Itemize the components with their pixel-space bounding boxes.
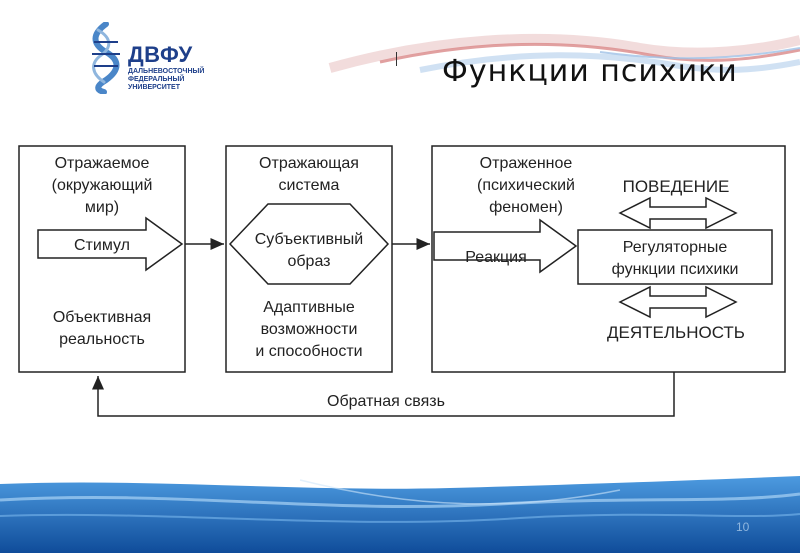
box2-bottom-line-2: возможности [261,321,358,338]
activity-label: ДЕЯТЕЛЬНОСТЬ [607,323,745,342]
box1-title-line-1: Отражаемое [55,155,150,172]
box1-title-line-3: мир) [85,199,119,216]
box3-title-line-3: феномен) [489,199,563,216]
feedback-label: Обратная связь [327,393,445,410]
box2-bottom-line-1: Адаптивные [263,299,355,316]
box2-title-line-2: система [279,177,340,194]
title-tick [396,52,397,66]
logo-name: ДВФУ [128,42,193,67]
box1-bottom-line-2: реальность [59,331,145,348]
page-title: Функции психики [442,54,738,89]
box3-title-line-1: Отраженное [480,155,573,172]
header-wave-decoration [328,33,800,73]
stimulus-label: Стимул [74,237,130,254]
box2-title-line-1: Отражающая [259,155,359,172]
regulatory-line-1: Регуляторные [623,239,728,256]
logo-line-3: УНИВЕРСИТЕТ [128,84,180,91]
reaction-label: Реакция [465,249,527,266]
reaction-arrow [433,218,578,274]
behavior-label: ПОВЕДЕНИЕ [623,177,730,196]
logo-line-1: ДАЛЬНЕВОСТОЧНЫЙ [128,68,205,75]
box3-title-line-2: (психический [477,177,575,194]
logo: ДВФУ ДАЛЬНЕВОСТОЧНЫЙ ФЕДЕРАЛЬНЫЙ УНИВЕРС… [86,22,216,94]
regulatory-functions-box [577,229,773,285]
page-number: 10 [736,520,750,534]
box1-bottom-line-1: Объективная [53,309,151,326]
hexagon-line-2: образ [287,253,330,270]
hexagon-line-1: Субъективный [255,231,363,248]
box2-bottom-line-3: и способности [255,343,362,360]
activity-double-arrow [618,285,738,319]
regulatory-line-2: функции психики [612,261,739,278]
logo-emblem-icon [92,22,120,94]
stimulus-arrow [37,216,184,272]
subjective-image-hexagon [228,203,390,285]
box1-title-line-2: (окружающий [52,177,153,194]
footer-wave-decoration [0,476,800,553]
behavior-double-arrow [618,196,738,230]
feedback-loop-line [92,372,675,417]
logo-line-2: ФЕДЕРАЛЬНЫЙ [128,76,185,83]
